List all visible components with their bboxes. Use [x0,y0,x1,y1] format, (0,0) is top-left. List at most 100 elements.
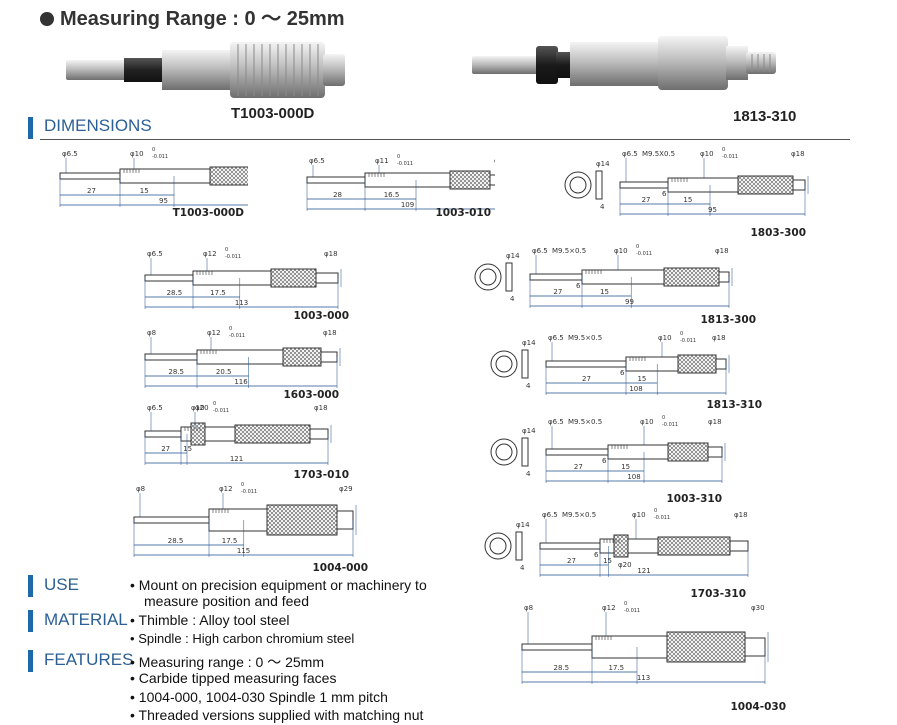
nut-width-label: 4 [520,564,525,572]
spindle [545,360,627,368]
tolerance-upper: 0 [229,326,232,332]
total-length-label: 95 [708,206,717,214]
spindle [144,353,198,361]
length-label: 6 [662,190,667,198]
length-label: 6 [594,551,599,559]
model-label: 1004-030 [731,701,787,712]
nut-circle [495,443,513,461]
total-length-label: 115 [237,547,250,555]
nut-side [521,437,529,467]
total-length-label: 121 [230,455,243,463]
diameter-label: φ12 [219,485,233,493]
length-label: 15 [683,196,692,204]
model-label: 1813-310 [707,399,763,410]
top-model-1813-310: 1813-310 [733,108,797,125]
model-label: 1703-310 [691,588,747,599]
nut-circle [490,438,518,466]
length-label: 27 [567,557,576,565]
thread-label: M9.5×0.5 [568,334,602,342]
length-label: 6 [602,457,607,465]
sleeve [208,508,268,532]
total-length-label: 108 [627,473,640,481]
section-marker [28,117,33,139]
model-label: 1703-010 [294,469,350,480]
diameter-label: φ8 [524,604,533,612]
diameter-label: φ12 [207,329,221,337]
spindle [306,176,366,184]
spindle [521,643,593,651]
spindle [144,274,194,282]
spindle [529,273,583,281]
end-cap [792,179,806,191]
thimble-knurl [234,424,311,444]
model-label: 1813-300 [701,314,757,325]
thimble-knurl [666,631,746,663]
end-cap [744,637,766,657]
spindle [539,542,601,550]
nut-diameter-label: φ14 [516,521,530,529]
diameter-label: φ6.5 [532,247,548,255]
diameter-label: φ10 [700,150,714,158]
thimble-knurl [266,504,338,536]
page-title-text: Measuring Range : 0 ～ 25mm [60,8,345,30]
section-marker [28,610,33,632]
diameter-label: φ20 [195,404,209,412]
sleeve [667,177,739,193]
nut-circle [489,537,507,555]
thread-label: M9.5X0.5 [642,150,675,158]
section-marker [28,575,33,597]
length-label: 15 [621,463,630,471]
material-item: • Thimble : Alloy tool steel [130,612,290,628]
sleeve [607,444,669,460]
length-label: 28.5 [168,537,184,545]
sleeve [119,168,211,184]
length-label: 15 [183,445,192,453]
end-cap [315,272,339,284]
tolerance-upper: 0 [662,415,665,421]
spindle [59,172,121,180]
page-title: Measuring Range : 0 ～ 25mm [40,2,345,31]
bullet-dot-icon [40,12,54,26]
length-label: 6 [576,282,581,290]
nut-diameter-label: φ14 [596,160,610,168]
section-use: USE [44,575,79,594]
use-line-1: • Mount on precision equipment or machin… [130,577,427,593]
tolerance-upper: 0 [397,154,400,160]
thimble-knurl [449,170,491,190]
diameter-label: φ8 [136,485,145,493]
model-label: 1004-000 [313,562,369,573]
tolerance-lower: -0.011 [229,333,245,339]
end-cap [489,174,495,186]
length-label: 15 [637,375,646,383]
diameter-label: φ18 [708,418,722,426]
model-label: 1003-000 [294,310,350,321]
section-dimensions: DIMENSIONS [44,116,152,135]
diameter-label: φ30 [751,604,765,612]
spindle [144,430,182,438]
diameter-label: φ12 [602,604,616,612]
model-label: 1003-010 [436,207,492,218]
material-item: • Spindle : High carbon chromium steel [130,631,355,646]
nut-circle [474,263,502,291]
end-cap [718,271,730,283]
diameter-label: φ18 [314,404,328,412]
nut-circle [490,350,518,378]
nut-circle [569,176,587,194]
nut-diameter-label: φ14 [522,339,536,347]
tolerance-lower: -0.011 [636,251,652,257]
nut-width-label: 4 [600,203,605,211]
end-cap [715,358,727,370]
tolerance-upper: 0 [624,601,627,607]
section-marker [28,650,33,672]
end-cap [336,510,354,530]
nut-diameter-label: φ14 [506,252,520,260]
tolerance-upper: 0 [722,147,725,153]
tolerance-lower: -0.011 [662,422,678,428]
tolerance-upper: 0 [654,508,657,514]
diameter-label: φ18 [712,334,726,342]
model-label: T1003-000D [173,207,245,218]
